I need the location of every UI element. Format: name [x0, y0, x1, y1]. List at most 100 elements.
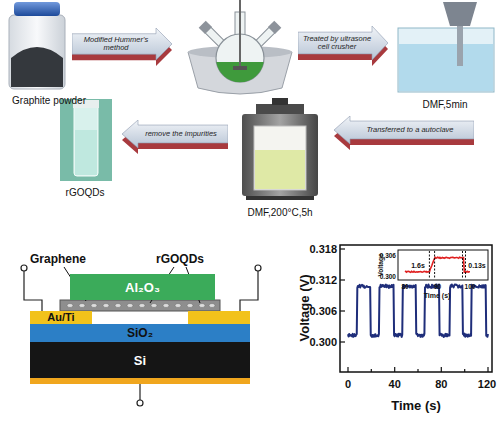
device-layer: SiO₂ — [30, 324, 250, 342]
axis-label: 0.300 — [380, 273, 396, 280]
quantum-dot — [163, 304, 169, 308]
arrow-face — [298, 26, 388, 60]
stage-text-area: DMF,200°C,5h — [232, 104, 328, 218]
axis-label: 1.6s — [411, 262, 425, 270]
node-text: DMF,5min — [422, 99, 467, 110]
dmf-liquid — [399, 44, 493, 91]
process-arrow: Modified Hummer's method — [72, 28, 172, 66]
arrow-text-area: Transferred to a autoclave — [349, 121, 471, 139]
axis-label: 100 — [465, 283, 476, 290]
node-text: Graphite powder — [12, 95, 86, 106]
graphene-layer — [60, 300, 220, 311]
autoclave-knob — [272, 98, 288, 105]
arrow-text-area: Treated by ultrasone cell crusher — [301, 32, 373, 54]
sonicator-probe — [457, 26, 463, 66]
arrow-face — [122, 120, 228, 148]
quantum-dot — [151, 304, 157, 308]
quantum-dot — [79, 304, 85, 308]
axis-label: 0 — [345, 378, 351, 390]
layer-text-area: Si — [30, 342, 250, 378]
beaker — [398, 28, 494, 92]
quantum-dots — [67, 304, 215, 308]
device-layer: Au/Ti — [30, 311, 92, 324]
node-text: rGOQDs — [66, 187, 105, 198]
y-tick — [340, 279, 345, 280]
x-tick — [347, 367, 348, 372]
layer-label: Graphene — [30, 253, 86, 266]
terminal-wires — [24, 271, 258, 400]
stopper — [199, 21, 212, 34]
quantum-dot — [175, 304, 181, 308]
x-tick — [394, 367, 395, 372]
device-layer: Si — [30, 342, 250, 378]
arrow-face — [72, 28, 172, 60]
dashed-marker — [465, 251, 466, 279]
voltage-trace — [348, 284, 488, 337]
stage-text-area: DMF,5min — [392, 0, 498, 110]
axis-label: 80 — [401, 283, 408, 290]
axis-label: 0.13s — [468, 262, 486, 270]
layer-label: rGOQDs — [156, 253, 204, 266]
terminal — [137, 400, 143, 406]
dashed-marker — [429, 251, 430, 279]
device-layer: Al₂O₃ — [70, 274, 215, 300]
layer-text-area: SiO₂ — [30, 324, 250, 342]
terminal — [21, 265, 27, 271]
node-text: Si — [134, 354, 146, 367]
y-tick — [340, 341, 345, 342]
autoclave-base — [246, 196, 314, 200]
gate-wire — [139, 384, 140, 400]
sonicator-horn — [443, 2, 477, 26]
autoclave-body — [242, 114, 318, 196]
plot-frame — [340, 245, 492, 372]
process-stage: DMF,5min — [392, 0, 498, 110]
x-tick — [464, 369, 465, 372]
x-tick — [487, 367, 488, 372]
axis-label: 0.300 — [309, 336, 337, 348]
arrow-text-area: Modified Hummer's method — [75, 34, 157, 54]
response-markers — [429, 251, 465, 279]
process-stage: DMF,200°C,5h — [232, 104, 328, 218]
quantum-dot — [209, 304, 215, 308]
quantum-dot — [199, 304, 205, 308]
node-text: Modified Hummer's method — [75, 36, 157, 53]
quantum-dot — [187, 304, 193, 308]
axis-label: Time (s) — [391, 399, 441, 413]
dmf-solution — [255, 150, 305, 189]
process-arrow: Transferred to a autoclave — [334, 116, 474, 150]
back-gate-contact — [30, 378, 250, 384]
quantum-dot — [67, 304, 73, 308]
node-text: Al₂O₃ — [125, 281, 160, 294]
x-tick — [371, 369, 372, 372]
teflon-liner — [254, 126, 306, 190]
terminals — [21, 265, 261, 406]
layer-text-area: Au/Ti — [30, 311, 92, 324]
vial — [74, 104, 98, 176]
jar-glass — [9, 15, 65, 89]
quantum-dot — [139, 304, 145, 308]
y-tick — [340, 248, 345, 249]
graphite-powder — [11, 47, 63, 87]
drain-pad — [188, 311, 250, 324]
node-text: Transferred to a autoclave — [367, 126, 454, 134]
process-arrow: remove the impurities — [122, 120, 228, 154]
quantum-dot — [103, 304, 109, 308]
x-tick — [417, 369, 418, 372]
node-text: DMF,200°C,5h — [247, 207, 312, 218]
terminal — [255, 265, 261, 271]
quantum-dot — [115, 304, 121, 308]
axis-ticks — [340, 249, 488, 372]
layer-text-area: Al₂O₃ — [70, 274, 215, 300]
axis-label: 0.306 — [309, 305, 337, 317]
rgoqd-solution — [75, 130, 97, 175]
photo-background — [60, 99, 112, 181]
stirrer-paddle — [233, 66, 247, 70]
stage-text-area: rGOQDs — [48, 96, 122, 198]
inset-trace — [405, 257, 470, 272]
axis-label: 0.312 — [309, 274, 337, 286]
node-text: Treated by ultrasone cell crusher — [301, 35, 373, 52]
dashed-marker — [434, 251, 435, 279]
autoclave-cap — [256, 104, 304, 114]
dashed-marker — [462, 251, 463, 279]
